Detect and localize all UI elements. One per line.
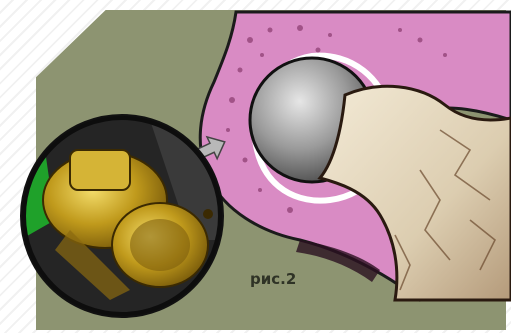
figure-caption: рис.2 [250, 270, 296, 288]
metal-joint-inset [20, 116, 222, 316]
